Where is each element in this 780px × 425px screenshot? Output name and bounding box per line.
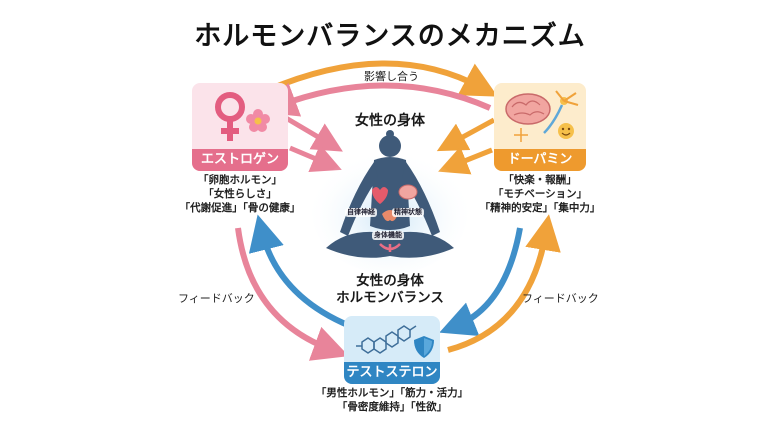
- center-header: 女性の身体: [355, 113, 425, 129]
- dopamine-card: ドーパミン: [494, 83, 586, 171]
- arrow-estrogen-to-dopamine: [266, 60, 498, 97]
- organ-label-autonomic: 自律神経: [345, 208, 377, 217]
- page-title: ホルモンバランスのメカニズム: [194, 21, 586, 52]
- female-symbol-icon: [215, 92, 270, 141]
- molecule-shield-icon: [356, 325, 434, 358]
- testosterone-caption-1: 「男性ホルモン」「筋力・活力」: [315, 387, 469, 399]
- arrow-dopamine-to-testosterone: [439, 227, 523, 337]
- uterus-icon: [379, 243, 401, 252]
- organ-label-mental: 精神状態: [392, 208, 424, 217]
- dopamine-caption-2: 「モチベーション」: [492, 188, 588, 200]
- arrow-estrogen-to-body-1: [284, 115, 343, 152]
- estrogen-card: エストロゲン: [192, 83, 288, 171]
- dopamine-label: ドーパミン: [494, 149, 586, 171]
- estrogen-caption-1: 「卵胞ホルモン」: [198, 174, 282, 186]
- estrogen-label: エストロゲン: [192, 149, 288, 171]
- dopamine-captions: 「快楽・報酬」 「モチベーション」 「精神的安定」「集中力」: [464, 173, 616, 215]
- arrow-dopamine-to-body-1: [436, 117, 496, 152]
- estrogen-caption-3: 「代謝促進」「骨の健康」: [179, 202, 301, 214]
- meditating-woman-figure: [312, 130, 468, 274]
- estrogen-captions: 「卵胞ホルモン」 「女性らしさ」 「代謝促進」「骨の健康」: [165, 173, 315, 215]
- arrow-testosterone-to-estrogen: [248, 214, 352, 329]
- testosterone-label: テストステロン: [344, 362, 440, 384]
- dopamine-caption-1: 「快楽・報酬」: [503, 174, 577, 186]
- arrow-estrogen-to-testosterone: [235, 227, 349, 361]
- estrogen-caption-2: 「女性らしさ」: [203, 188, 277, 200]
- feedback-right-label: フィードバック: [522, 292, 599, 305]
- arrow-testosterone-to-dopamine: [447, 214, 561, 353]
- center-footer-line1: 女性の身体: [356, 273, 424, 289]
- testosterone-captions: 「男性ホルモン」「筋力・活力」 「骨密度維持」「性欲」: [300, 386, 484, 414]
- brain-neuron-icon: [505, 90, 579, 142]
- dopamine-caption-3: 「精神的安定」「集中力」: [479, 202, 601, 214]
- center-footer-line2: ホルモンバランス: [336, 290, 444, 306]
- organ-label-body-function: 身体機能: [372, 231, 404, 240]
- testosterone-card: テストステロン: [344, 316, 440, 384]
- heart-icon: [372, 187, 388, 204]
- center-footer: 女性の身体 ホルモンバランス: [300, 273, 480, 307]
- arrow-estrogen-to-body-2: [289, 144, 342, 173]
- testosterone-caption-2: 「骨密度維持」「性欲」: [336, 401, 448, 413]
- feedback-left-label: フィードバック: [178, 292, 255, 305]
- brain-icon: [398, 184, 418, 200]
- top-arrow-label: 影響し合う: [364, 70, 419, 83]
- arrow-dopamine-to-estrogen: [261, 82, 492, 117]
- arrow-dopamine-to-body-2: [438, 146, 493, 175]
